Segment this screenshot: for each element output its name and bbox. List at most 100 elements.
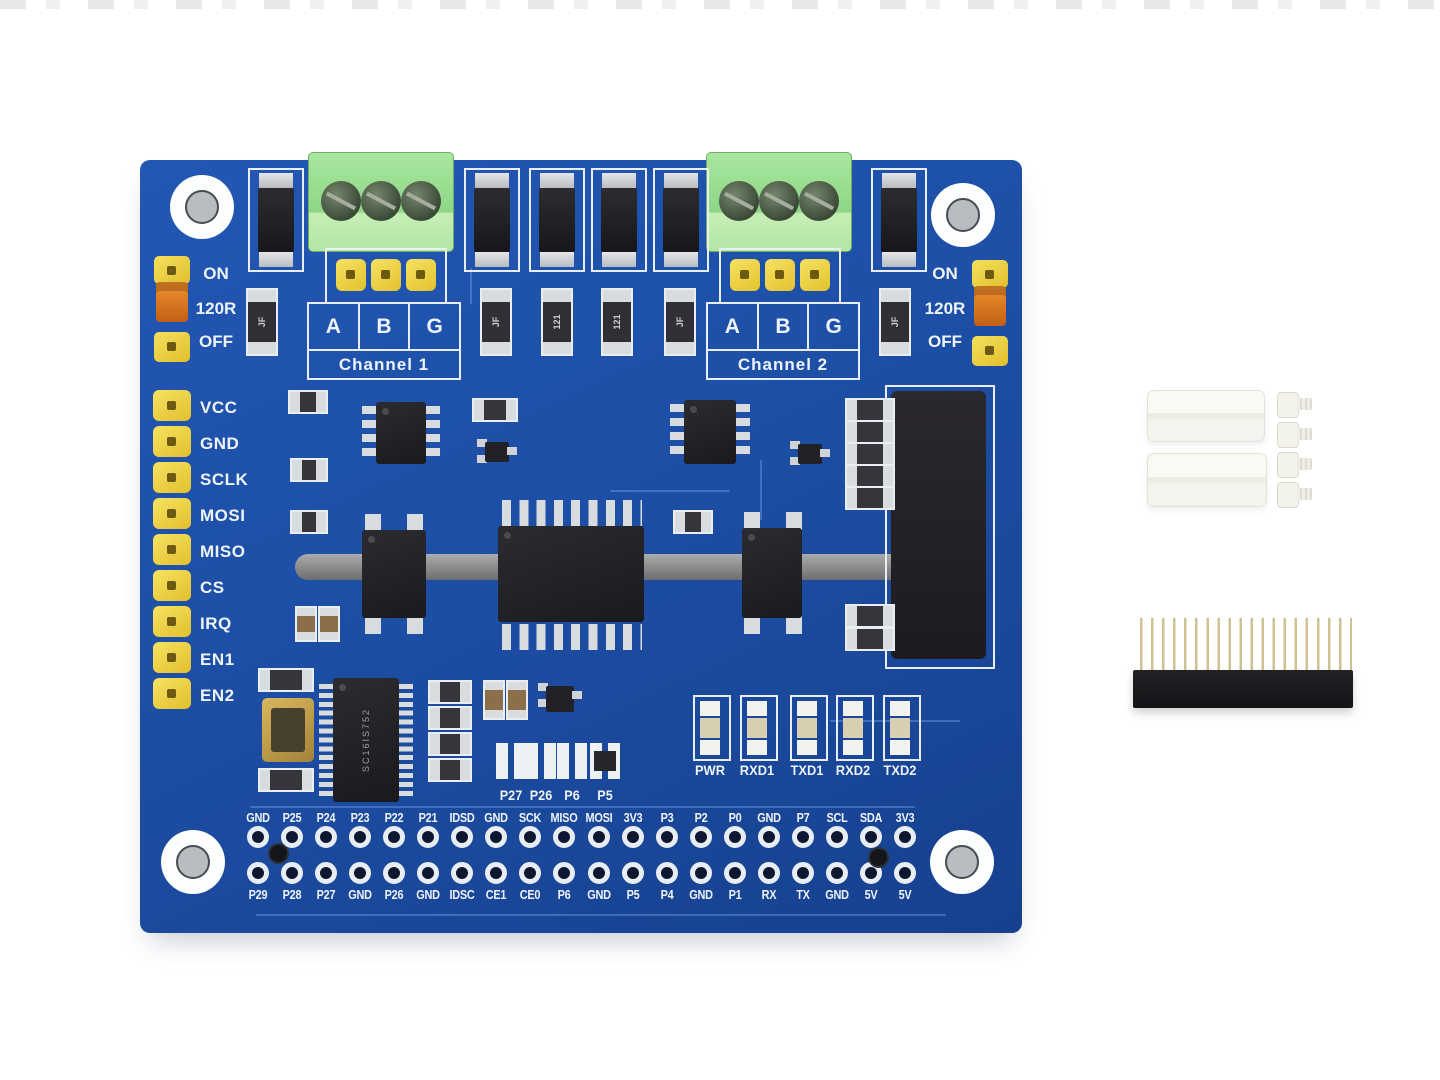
gpio-label-top-11: 3V3	[623, 810, 643, 825]
smd-resistor-h	[845, 442, 895, 466]
gpio-stacking-header	[1133, 670, 1353, 708]
header-pin	[336, 259, 366, 291]
resistor-body	[543, 302, 571, 342]
rs485-transceiver-2	[684, 400, 736, 464]
isolated-power-module	[891, 391, 986, 659]
gpio-hole	[690, 826, 712, 848]
pad	[575, 743, 587, 779]
resistor-marking: JF	[491, 316, 501, 328]
gpio-hole	[894, 826, 916, 848]
smd-resistor-h	[845, 464, 895, 488]
chip-pins	[744, 616, 802, 634]
led-pad	[890, 740, 910, 755]
chip-pins	[319, 684, 333, 796]
gpio-hole	[349, 826, 371, 848]
termination-jumper-right	[970, 260, 1010, 366]
channel2-pin-table: A B G Channel 2	[706, 302, 860, 380]
gpio-label-bottom-19: 5V	[898, 887, 912, 902]
tvs-diode	[653, 168, 709, 272]
crystal-oscillator	[262, 698, 314, 762]
smd-resistor-v	[295, 606, 317, 642]
gpio-label-top-13: P2	[694, 810, 708, 825]
header-pin	[730, 259, 760, 291]
gpio-hole	[519, 862, 541, 884]
termination-on-left: ON	[203, 264, 229, 283]
termination-120r-left: 120R	[195, 299, 237, 318]
mounting-hole	[170, 175, 234, 239]
pad	[544, 743, 556, 779]
smd-resistor-v	[318, 606, 340, 642]
led-pad	[797, 740, 817, 755]
resistor-body	[881, 302, 909, 342]
copper-trace	[250, 806, 915, 808]
spi-header-pin	[153, 498, 191, 529]
diode-body	[601, 188, 637, 252]
screw-terminal-channel1	[308, 152, 454, 252]
smd-resistor: 121	[541, 288, 573, 356]
diode-pad	[882, 252, 916, 267]
spi-label-vcc: VCC	[200, 398, 238, 417]
gpio-label-top-2: P24	[316, 810, 336, 825]
gpio-label-bottom-2: P27	[316, 887, 336, 902]
channel2-pin-header	[719, 248, 841, 304]
gpio-hole	[383, 862, 405, 884]
gpio-hole	[656, 826, 678, 848]
gpio-label-top-15: GND	[757, 810, 781, 825]
gpio-hole	[451, 826, 473, 848]
smd-resistor-h	[472, 398, 518, 422]
copper-trace	[256, 914, 946, 916]
jumper-cap	[156, 282, 188, 322]
nylon-screw-2	[1277, 421, 1315, 448]
screw-head	[1277, 452, 1299, 478]
mounting-hole	[931, 183, 995, 247]
jumper-pin	[154, 256, 190, 284]
gpio-hole	[724, 826, 746, 848]
diode-body	[539, 188, 575, 252]
mounting-hole-center	[946, 198, 980, 232]
led-pad	[843, 740, 863, 755]
chip-pins	[426, 406, 440, 460]
nylon-screw-3	[1277, 451, 1315, 478]
gpio-hole	[417, 826, 439, 848]
gpio-hole	[247, 862, 269, 884]
channel2-pin-g: G	[825, 314, 842, 338]
led-pad	[700, 701, 720, 716]
led-label-rxd1: RXD1	[739, 762, 775, 778]
pcb-board: A B G Channel 1 A B G Channel 2 ON 1	[140, 152, 1022, 933]
breakout-pad-p27	[496, 743, 526, 779]
termination-120r-right: 120R	[924, 299, 966, 318]
smd-resistor-h	[258, 768, 314, 792]
nylon-standoff-2	[1147, 453, 1267, 507]
led-label-txd1: TXD1	[790, 762, 824, 778]
gpio-hole	[349, 862, 371, 884]
mounting-hole-center	[945, 845, 979, 879]
led-body	[890, 718, 910, 738]
diode-body	[474, 188, 510, 252]
chip-pins	[362, 406, 376, 460]
screw-head	[1277, 392, 1299, 418]
gpio-label-top-18: SDA	[859, 810, 883, 825]
mounting-hole-center	[176, 845, 210, 879]
pad-label-p27: P27	[499, 787, 523, 803]
diode-body	[663, 188, 699, 252]
smd-resistor-h	[845, 420, 895, 444]
diode-body	[258, 188, 294, 252]
gpio-hole	[622, 862, 644, 884]
uart-chip: SC16IS752	[333, 678, 399, 802]
copper-trace	[760, 460, 762, 520]
tvs-diode	[591, 168, 647, 272]
gpio-label-top-17: SCL	[826, 810, 848, 825]
pad-label-p5: P5	[597, 787, 613, 803]
smd-resistor-h	[673, 510, 713, 534]
chip-pins	[502, 624, 642, 650]
gpio-hole	[656, 862, 678, 884]
smd-resistor-h	[428, 680, 472, 704]
status-led-pwr	[693, 695, 731, 761]
gpio-label-top-8: SCK	[518, 810, 542, 825]
spi-label-mosi: MOSI	[200, 506, 246, 525]
led-body	[700, 718, 720, 738]
gpio-hole	[553, 826, 575, 848]
status-led-rxd2	[836, 695, 874, 761]
gpio-label-bottom-9: P6	[557, 887, 571, 902]
gpio-hole	[588, 826, 610, 848]
